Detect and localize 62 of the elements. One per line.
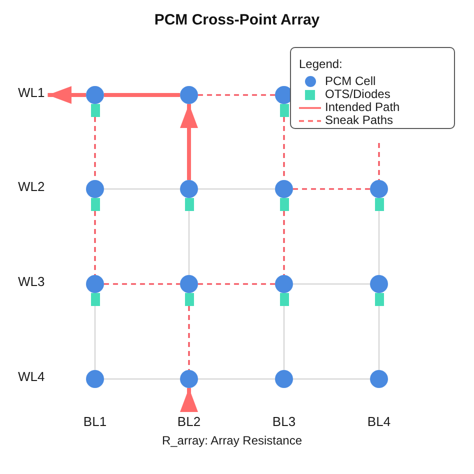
sneak-path-line xyxy=(198,94,275,96)
sneak-path-line xyxy=(188,306,190,370)
memory-cell-circle xyxy=(180,370,198,388)
diode-block xyxy=(280,198,288,211)
bit-line-label: BL2 xyxy=(177,414,201,430)
memory-cell-circle xyxy=(275,370,293,388)
sneak-path-line xyxy=(283,211,285,275)
sneak-path-line xyxy=(104,283,180,285)
bit-line-label: BL1 xyxy=(83,414,107,430)
bit-line-wire xyxy=(94,306,96,370)
bit-line-wire xyxy=(378,306,380,370)
diode-block xyxy=(90,293,100,306)
memory-cell-circle xyxy=(180,86,198,104)
bit-line-label: BL4 xyxy=(367,414,391,430)
bit-line-label: BL3 xyxy=(272,414,296,430)
sneak-path-line xyxy=(198,283,275,285)
intended-path-arrow xyxy=(180,104,198,180)
diode-block xyxy=(374,198,384,211)
memory-cell-circle xyxy=(86,180,104,198)
chart-title: PCM Cross-Point Array xyxy=(154,11,320,29)
legend-label: PCM Cell xyxy=(325,75,376,88)
word-line-wire xyxy=(198,188,275,190)
diode-block xyxy=(90,104,100,117)
diode-block xyxy=(184,198,194,211)
intended-path-arrow xyxy=(180,388,198,412)
sneak-path-line xyxy=(94,211,96,275)
diode-block xyxy=(90,198,100,211)
memory-cell-circle xyxy=(180,180,198,198)
word-line-label: WL4 xyxy=(18,370,45,384)
word-line-label: WL1 xyxy=(18,86,45,100)
axis-label: R_array: Array Resistance xyxy=(162,434,302,448)
bit-line-wire xyxy=(378,211,380,275)
diode-block xyxy=(280,293,288,306)
memory-cell-circle xyxy=(370,275,388,293)
legend-label: OTS/Diodes xyxy=(325,88,390,101)
sneak-path-line xyxy=(378,143,380,180)
intended-path-line xyxy=(104,93,180,97)
memory-cell-circle xyxy=(86,370,104,388)
word-line-wire xyxy=(293,283,370,285)
memory-cell-circle xyxy=(180,275,198,293)
memory-cell-circle xyxy=(86,275,104,293)
word-line-label: WL3 xyxy=(18,274,45,290)
memory-cell-circle xyxy=(86,86,104,104)
bit-line-wire xyxy=(188,211,190,275)
diode-block xyxy=(184,293,194,306)
diode-block xyxy=(280,104,288,117)
diode-block xyxy=(374,293,384,306)
bit-line-wire xyxy=(283,306,285,370)
memory-cell-circle xyxy=(275,180,293,198)
word-line-label: WL2 xyxy=(18,180,45,194)
memory-cell-circle xyxy=(370,180,388,198)
memory-cell-circle xyxy=(370,370,388,388)
legend-label: Intended Path xyxy=(325,101,400,114)
word-line-wire xyxy=(293,378,370,380)
intended-path-arrow xyxy=(48,86,86,104)
legend-title: Legend: xyxy=(299,57,342,71)
word-line-wire xyxy=(104,188,180,190)
word-line-wire xyxy=(198,378,275,380)
memory-cell-circle xyxy=(275,275,293,293)
word-line-wire xyxy=(104,378,180,380)
sneak-path-line xyxy=(293,188,370,190)
legend-label: Sneak Paths xyxy=(325,114,394,127)
